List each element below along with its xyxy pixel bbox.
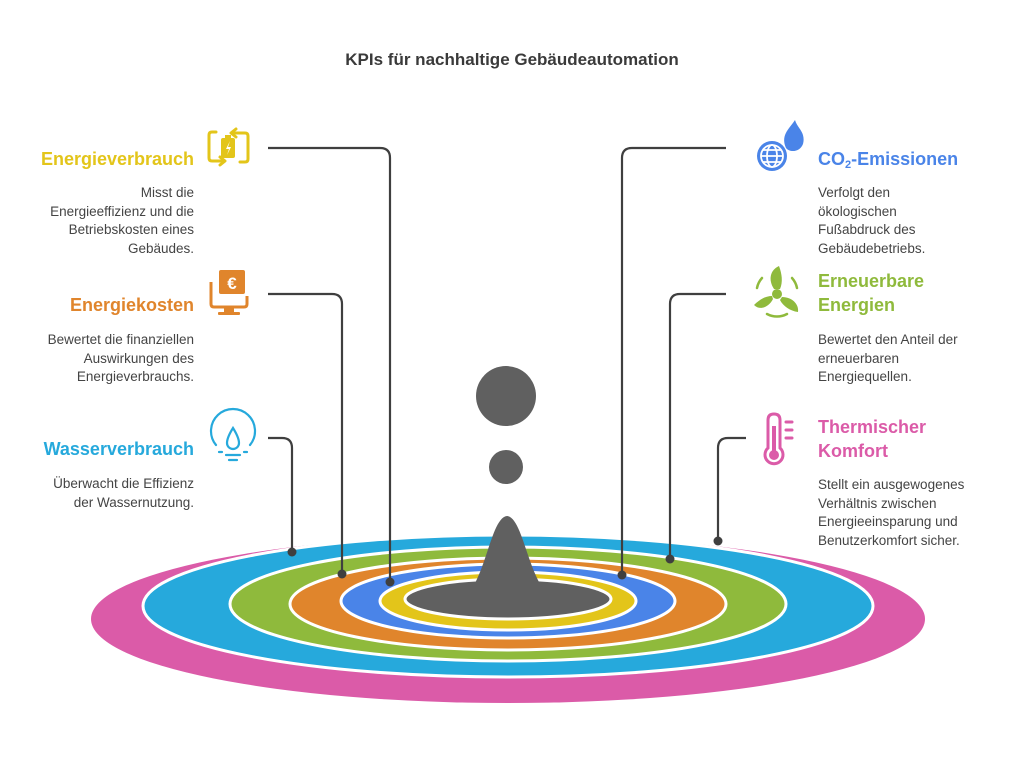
- connector-energieverbrauch: [268, 146, 392, 580]
- desc-line: Gebäudebetriebs.: [818, 240, 926, 256]
- kpi-desc-thermischer: Stellt ein ausgewogenes Verhältnis zwisc…: [818, 476, 1008, 550]
- droplet-large: [476, 366, 536, 426]
- kpi-desc-energiekosten: Bewertet die finanziellen Auswirkungen d…: [14, 331, 194, 387]
- desc-line: Überwacht die Effizienz: [53, 476, 194, 491]
- droplet-small: [489, 450, 523, 484]
- wind-turbine-icon: [754, 266, 799, 318]
- splash-peak: [452, 516, 564, 604]
- desc-line: Fußabdruck des: [818, 222, 916, 237]
- desc-line: Gebäudes.: [127, 240, 194, 256]
- kpi-desc-co2: Verfolgt den ökologischen Fußabdruck des…: [818, 184, 1008, 258]
- page-title: KPIs für nachhaltige Gebäudeautomation: [345, 50, 679, 69]
- title-line: Erneuerbare: [818, 271, 925, 291]
- desc-line: ökologischen: [818, 203, 897, 219]
- desc-line: Energiequellen.: [818, 369, 912, 384]
- svg-text:€: €: [227, 274, 237, 293]
- kpi-title-energieverbrauch: Energieverbrauch: [40, 149, 194, 169]
- desc-line: Energieverbrauchs.: [76, 369, 194, 384]
- kpi-desc-energieverbrauch: Misst die Energieeffizienz und die Betri…: [14, 184, 194, 258]
- desc-line: Misst die: [140, 185, 194, 200]
- kpi-desc-wasserverbrauch: Überwacht die Effizienz der Wassernutzun…: [14, 475, 194, 512]
- kpi-title-erneuerbare: Erneuerbare Energien: [818, 269, 1008, 317]
- desc-line: Verhältnis zwischen: [818, 495, 937, 511]
- battery-recycle-icon: [207, 127, 250, 167]
- desc-line: Verfolgt den: [818, 185, 891, 200]
- desc-line: erneuerbaren: [818, 350, 900, 366]
- co2-title-rest: -Emissionen: [851, 149, 959, 169]
- co2-title-sub: 2: [845, 159, 852, 171]
- desc-line: Bewertet den Anteil der: [818, 332, 958, 347]
- desc-line: Benutzerkomfort sicher.: [818, 532, 960, 548]
- connector-co2: [620, 146, 726, 574]
- desc-line: Energieeinsparung und: [818, 514, 958, 529]
- desc-line: Bewertet die finanziellen: [47, 332, 194, 347]
- title-line: Komfort: [818, 441, 888, 461]
- thermometer-icon: [763, 412, 794, 466]
- desc-line: Stellt ein ausgewogenes: [818, 477, 965, 492]
- euro-monitor-icon: €: [209, 270, 249, 315]
- globe-flame-icon: [757, 120, 804, 171]
- title-line: Energien: [818, 295, 896, 315]
- title-line: Thermischer: [818, 417, 927, 437]
- desc-line: Energieeffizienz und die: [50, 203, 194, 219]
- kpi-title-thermischer: Thermischer Komfort: [818, 415, 1008, 463]
- connector-wasserverbrauch: [268, 436, 294, 550]
- desc-line: der Wassernutzung.: [73, 494, 194, 510]
- kpi-title-energiekosten: Energiekosten: [69, 295, 194, 315]
- kpi-title-wasserverbrauch: Wasserverbrauch: [43, 439, 194, 459]
- desc-line: Auswirkungen des: [83, 350, 194, 366]
- kpi-desc-erneuerbare: Bewertet den Anteil der erneuerbaren Ene…: [818, 331, 1008, 387]
- water-drop-icon: [209, 407, 257, 462]
- desc-line: Betriebskosten eines: [68, 222, 194, 237]
- connector-thermischer: [716, 436, 746, 540]
- co2-title-main: CO: [818, 149, 845, 169]
- kpi-title-co2: CO2-Emissionen: [818, 147, 1008, 177]
- connector-energiekosten: [268, 292, 344, 572]
- connector-erneuerbare: [668, 292, 726, 557]
